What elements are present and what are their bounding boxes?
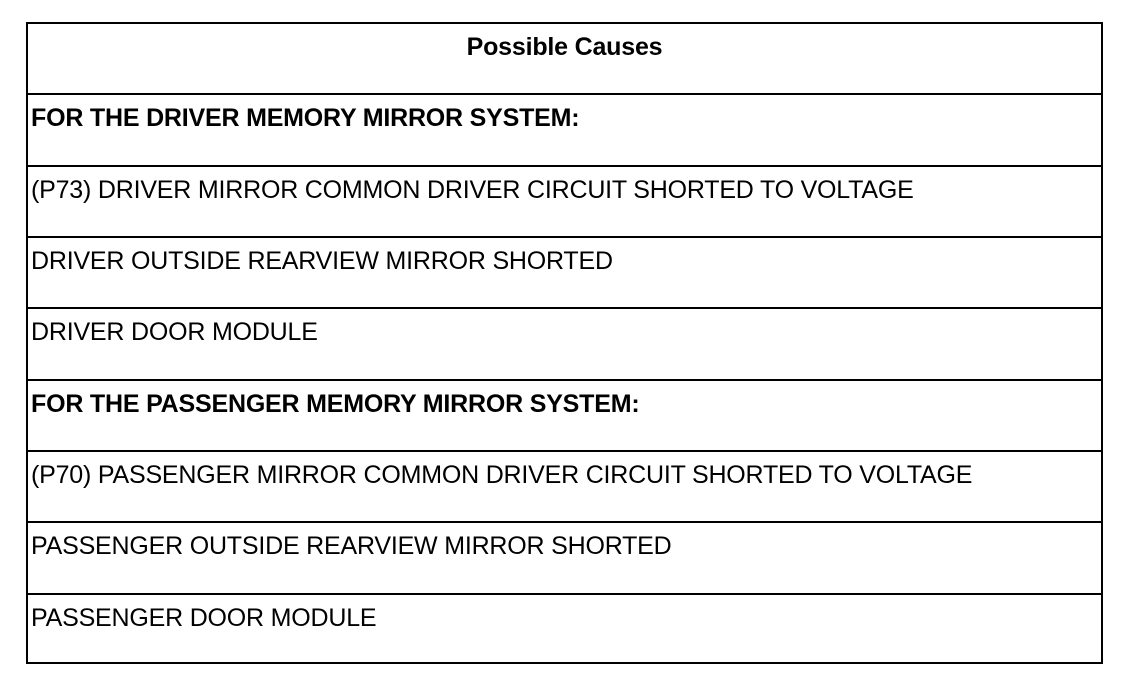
table-header-row: Possible Causes	[28, 24, 1101, 96]
cause-text: (P73) DRIVER MIRROR COMMON DRIVER CIRCUI…	[31, 175, 914, 204]
cause-text: PASSENGER DOOR MODULE	[31, 603, 377, 632]
table-row: PASSENGER OUTSIDE REARVIEW MIRROR SHORTE…	[28, 523, 1101, 595]
table-row: (P73) DRIVER MIRROR COMMON DRIVER CIRCUI…	[28, 167, 1101, 238]
table-row: PASSENGER DOOR MODULE	[28, 595, 1101, 666]
section-passenger-memory-mirror: FOR THE PASSENGER MEMORY MIRROR SYSTEM:	[28, 381, 1101, 452]
possible-causes-table: Possible Causes FOR THE DRIVER MEMORY MI…	[26, 22, 1103, 664]
cause-text: DRIVER DOOR MODULE	[31, 318, 318, 347]
cause-text: PASSENGER OUTSIDE REARVIEW MIRROR SHORTE…	[31, 532, 672, 561]
section-driver-memory-mirror: FOR THE DRIVER MEMORY MIRROR SYSTEM:	[28, 95, 1101, 167]
section-heading: FOR THE DRIVER MEMORY MIRROR SYSTEM:	[31, 104, 580, 133]
table-row: (P70) PASSENGER MIRROR COMMON DRIVER CIR…	[28, 452, 1101, 524]
cause-text: (P70) PASSENGER MIRROR COMMON DRIVER CIR…	[31, 460, 973, 489]
table-row: DRIVER DOOR MODULE	[28, 309, 1101, 381]
section-heading: FOR THE PASSENGER MEMORY MIRROR SYSTEM:	[31, 389, 640, 418]
table-row: DRIVER OUTSIDE REARVIEW MIRROR SHORTED	[28, 238, 1101, 310]
table-header: Possible Causes	[466, 33, 663, 61]
cause-text: DRIVER OUTSIDE REARVIEW MIRROR SHORTED	[31, 246, 613, 275]
